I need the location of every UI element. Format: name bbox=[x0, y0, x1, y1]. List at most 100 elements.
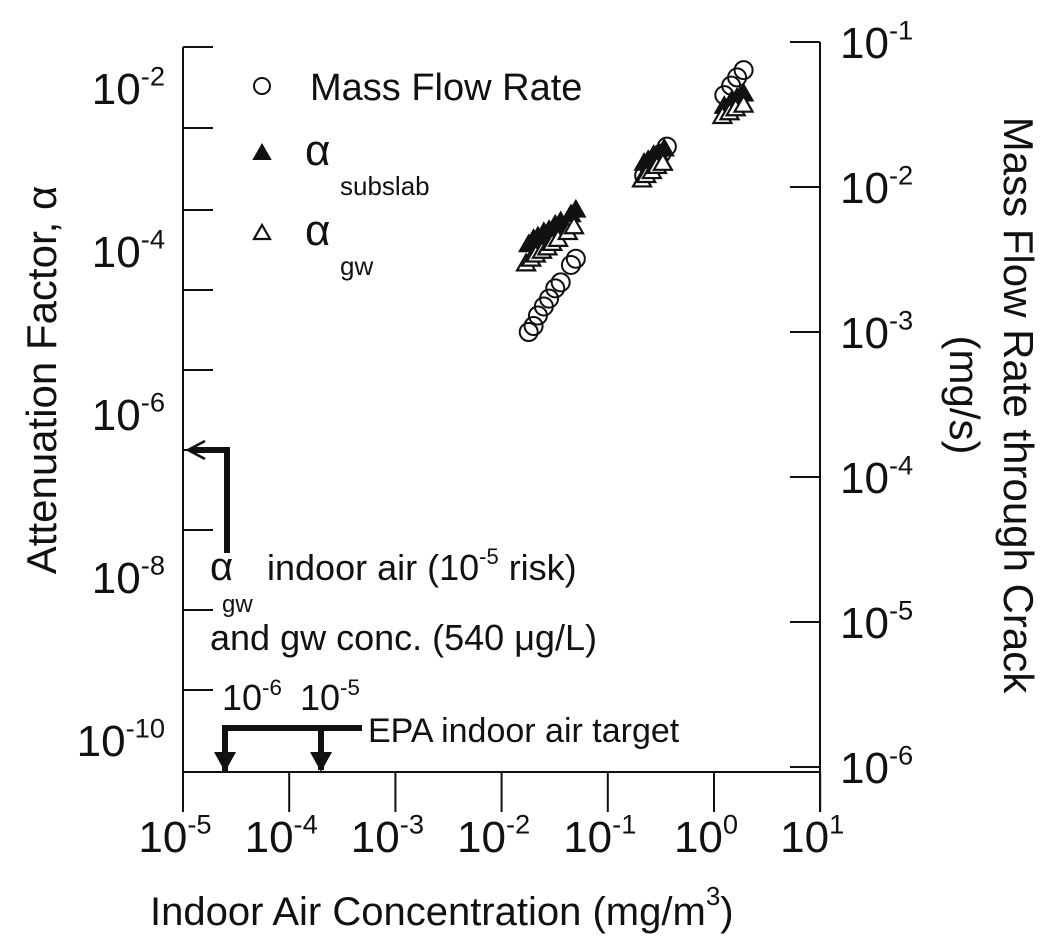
tick-exponent: 1 bbox=[829, 809, 844, 840]
tick-base: 10 bbox=[674, 813, 723, 862]
tick-base: 10 bbox=[222, 677, 262, 718]
epa-target-label: EPA indoor air target bbox=[368, 712, 680, 750]
x-tick-label: 10-3 bbox=[351, 809, 424, 862]
series-open-triangle bbox=[515, 93, 755, 272]
arrowhead-left-icon bbox=[185, 439, 206, 461]
tick-base: 10 bbox=[840, 454, 889, 503]
open-triangle-marker-icon bbox=[252, 222, 272, 241]
tick-exponent: -8 bbox=[141, 550, 165, 581]
open-circle-marker-icon bbox=[727, 67, 748, 88]
tick-base: 10 bbox=[780, 813, 829, 862]
left-y-tick-label: 10-10 bbox=[77, 713, 165, 766]
legend-sub-gw: gw bbox=[340, 251, 373, 281]
open-circle-marker-icon bbox=[545, 278, 566, 299]
right-y-tick-label: 10-2 bbox=[840, 160, 913, 213]
arrowhead-down-icon bbox=[310, 752, 332, 772]
tick-base: 10 bbox=[351, 813, 400, 862]
tick-exponent: 0 bbox=[723, 809, 738, 840]
tick-base: 10 bbox=[300, 677, 340, 718]
annotation-alpha-sub: gw bbox=[222, 591, 253, 618]
left-y-tick-label: 10-2 bbox=[92, 61, 165, 114]
right-y-tick-label: 10-5 bbox=[840, 595, 913, 648]
x-tick-label: 10-5 bbox=[138, 809, 211, 862]
open-triangle-marker-icon bbox=[563, 215, 585, 235]
tick-exponent: -10 bbox=[126, 713, 165, 744]
tick-exponent: -4 bbox=[141, 224, 165, 255]
right-y-tick-label: 10-3 bbox=[840, 305, 913, 358]
legend-label-alpha-gw: α bbox=[305, 206, 330, 255]
x-tick-label: 100 bbox=[674, 809, 738, 862]
tick-exponent: -6 bbox=[889, 740, 913, 771]
annotation-line1-main: indoor air (10 bbox=[267, 547, 479, 588]
series-filled-triangle bbox=[517, 82, 755, 253]
tick-exponent: -6 bbox=[262, 675, 282, 700]
open-circle-marker-icon bbox=[560, 254, 581, 275]
x-tick-label: 10-1 bbox=[563, 809, 636, 862]
arrowhead-down-icon bbox=[214, 752, 236, 772]
open-circle-marker-icon bbox=[253, 77, 271, 95]
tick-base: 10 bbox=[138, 813, 187, 862]
epa-arrow-bracket bbox=[222, 725, 362, 772]
open-triangle-marker-icon bbox=[732, 93, 755, 113]
x-axis-title-base: Indoor Air Concentration (mg/m bbox=[150, 890, 706, 934]
legend-sub-subslab: subslab bbox=[340, 171, 430, 201]
tick-base: 10 bbox=[92, 65, 141, 114]
tick-exponent: -3 bbox=[889, 305, 913, 336]
tick-base: 10 bbox=[92, 554, 141, 603]
left-y-tick-label: 10-4 bbox=[92, 224, 165, 277]
open-circle-marker-icon bbox=[523, 315, 544, 336]
tick-exponent: -6 bbox=[141, 387, 165, 418]
tick-base: 10 bbox=[840, 19, 889, 68]
annotation-line2: and gw conc. (540 μg/L) bbox=[210, 617, 597, 658]
annotation-line1: indoor air (10-5 risk) bbox=[267, 544, 577, 588]
open-circle-marker-icon bbox=[539, 288, 560, 309]
tick-exponent: -2 bbox=[141, 61, 165, 92]
right-y-axis-title: Mass Flow Rate through Crack bbox=[995, 117, 1042, 695]
tick-base: 10 bbox=[245, 813, 294, 862]
x-axis-title-tail: ) bbox=[720, 890, 733, 934]
x-tick-label: 10-2 bbox=[457, 809, 530, 862]
tick-exponent: -3 bbox=[400, 809, 424, 840]
left-y-tick-label: 10-8 bbox=[92, 550, 165, 603]
right-y-axis-units: (mg/s) bbox=[941, 336, 988, 455]
tick-exponent: -5 bbox=[889, 595, 913, 626]
right-y-tick-label: 10-4 bbox=[840, 450, 913, 503]
tick-exponent: -2 bbox=[889, 160, 913, 191]
left-y-axis-title: Attenuation Factor, α bbox=[18, 186, 65, 575]
left-y-tick-label: 10-6 bbox=[92, 387, 165, 440]
epa-label-1e-6: 10-6 bbox=[222, 675, 282, 718]
open-triangle-marker-icon bbox=[651, 151, 674, 171]
tick-exponent: -5 bbox=[187, 809, 211, 840]
right-y-tick-label: 10-1 bbox=[840, 15, 913, 68]
tick-exponent: -4 bbox=[889, 450, 913, 481]
axis-labels: Indoor Air Concentration (mg/m3) Attenuat… bbox=[18, 117, 1042, 934]
data-series bbox=[515, 60, 755, 342]
tick-base: 10 bbox=[840, 599, 889, 648]
tick-exponent: -2 bbox=[506, 809, 530, 840]
x-tick-label: 101 bbox=[780, 809, 844, 862]
tick-exponent: -4 bbox=[294, 809, 318, 840]
tick-base: 10 bbox=[563, 813, 612, 862]
tick-base: 10 bbox=[92, 228, 141, 277]
tick-exponent: -5 bbox=[340, 675, 360, 700]
open-circle-marker-icon bbox=[565, 248, 586, 269]
right-y-tick-label: 10-6 bbox=[840, 740, 913, 793]
filled-triangle-marker-icon bbox=[565, 198, 587, 218]
annotation-alpha: α bbox=[210, 545, 233, 589]
tick-base: 10 bbox=[840, 744, 889, 793]
tick-base: 10 bbox=[840, 164, 889, 213]
open-circle-marker-icon bbox=[550, 272, 571, 293]
tick-base: 10 bbox=[77, 717, 126, 766]
x-axis-title: Indoor Air Concentration (mg/m3) bbox=[150, 881, 734, 934]
open-circle-marker-icon bbox=[518, 322, 539, 342]
legend-label-mass-flow: Mass Flow Rate bbox=[310, 67, 582, 109]
annotation-line1-tail: risk) bbox=[499, 547, 577, 588]
x-tick-label: 10-4 bbox=[245, 809, 318, 862]
x-axis-title-sup: 3 bbox=[706, 881, 720, 911]
legend-label-alpha-subslab: α bbox=[305, 126, 330, 175]
tick-exponent: -1 bbox=[889, 15, 913, 46]
